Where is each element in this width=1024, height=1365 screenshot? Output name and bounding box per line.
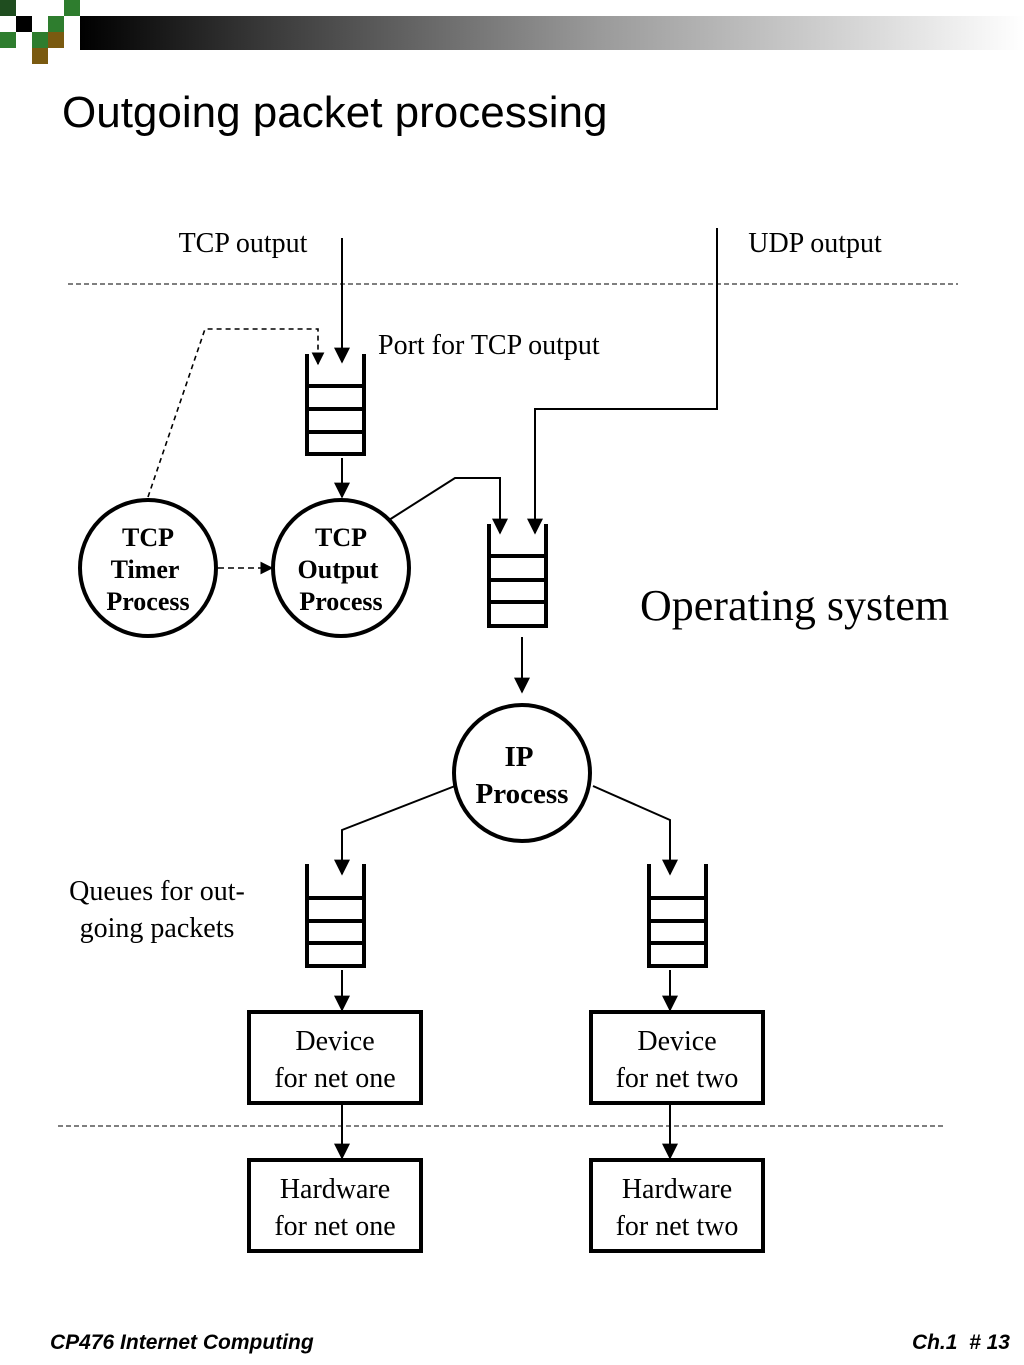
corner-square — [48, 32, 64, 48]
device-net-two-box — [589, 1010, 765, 1105]
ip-process-circle — [452, 703, 592, 843]
tcp-timer-process-circle — [78, 498, 218, 638]
hardware-net-one-line1: Hardware — [280, 1174, 390, 1205]
corner-square — [48, 16, 64, 32]
ip-process-label-line2: Process — [476, 778, 569, 810]
hardware-net-two-box — [589, 1158, 765, 1253]
hardware-net-two-line1: Hardware — [622, 1174, 732, 1205]
operating-system-label: Operating system — [640, 581, 949, 630]
tcp-output-process-circle — [271, 498, 411, 638]
hardware-net-one-box — [247, 1158, 423, 1253]
slide-title: Outgoing packet processing — [62, 88, 608, 137]
tcp-output-process-label-line3: Process — [299, 587, 382, 616]
ip-process-label-line1: IP — [505, 741, 534, 773]
udp-output-label: UDP output — [748, 228, 882, 259]
tcp-output-label: TCP output — [179, 228, 308, 259]
output-queue-two — [647, 864, 708, 968]
hardware-net-one-line2: for net one — [274, 1211, 395, 1242]
corner-square — [32, 48, 48, 64]
queues-label-line2: going packets — [80, 913, 235, 944]
device-net-one-line2: for net one — [274, 1063, 395, 1094]
tcp-timer-process-label-line3: Process — [106, 587, 189, 616]
corner-square — [0, 32, 16, 48]
tcp-output-process-label-line2: Output — [298, 555, 379, 584]
corner-square — [0, 0, 16, 16]
output-queue-one — [305, 864, 366, 968]
corner-square — [16, 16, 32, 32]
tcp-timer-process-label-line1: TCP — [122, 523, 174, 552]
tcp-output-to-ip-queue-path — [388, 477, 508, 535]
title-gradient-bar — [80, 16, 1024, 50]
tcp-timer-process-label-line2: Timer — [111, 555, 180, 584]
udp-output-path — [527, 228, 718, 535]
ip-queue — [487, 524, 548, 628]
device-net-two-line2: for net two — [616, 1063, 739, 1094]
device-net-one-box — [247, 1010, 423, 1105]
queues-label-line1: Queues for out- — [69, 876, 245, 907]
ip-to-queue-two-path — [592, 785, 678, 876]
device-net-one-line1: Device — [295, 1026, 374, 1057]
tcp-port-queue — [305, 354, 366, 456]
footer-course-name: CP476 Internet Computing — [50, 1331, 314, 1354]
ip-to-queue-one-path — [334, 785, 456, 876]
corner-square — [64, 0, 80, 16]
corner-square — [32, 32, 48, 48]
tcp-output-process-label-line1: TCP — [315, 523, 367, 552]
port-label: Port for TCP output — [378, 330, 600, 361]
device-net-two-line1: Device — [637, 1026, 716, 1057]
footer-page-number: Ch.1 # 13 — [911, 1331, 1010, 1354]
hardware-net-two-line2: for net two — [616, 1211, 739, 1242]
timer-dashed-path — [147, 328, 325, 498]
